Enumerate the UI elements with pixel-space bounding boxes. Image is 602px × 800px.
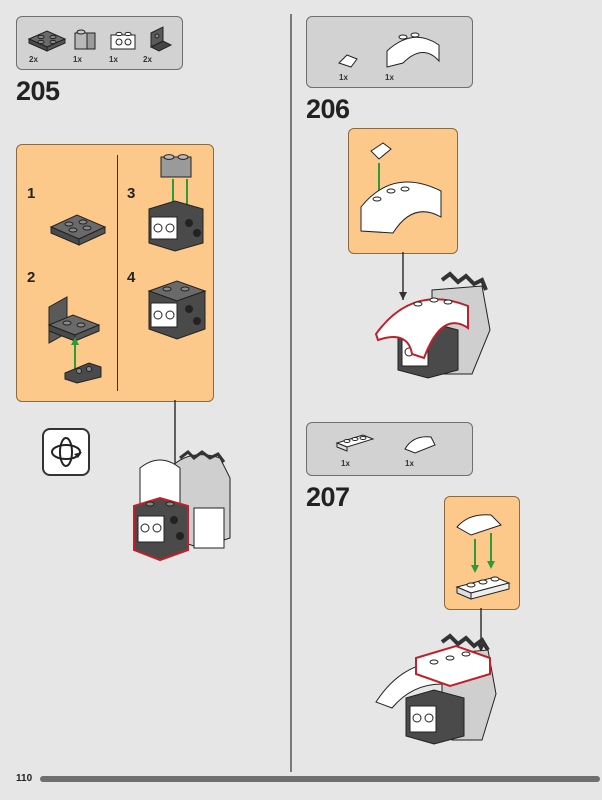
substep-number: 1 — [27, 185, 36, 202]
step-205-submodel-box: 1 2 3 4 — [16, 144, 214, 402]
step-205-parts-callout: 2x 1x 1x 2x — [16, 16, 183, 70]
white-curved-slope-icon — [404, 436, 436, 454]
substep-number: 4 — [127, 269, 136, 286]
column-divider — [290, 14, 292, 772]
part-qty: 1x — [73, 55, 82, 64]
page-number: 110 — [16, 773, 33, 784]
step-number: 207 — [306, 482, 350, 512]
step-number: 206 — [306, 94, 350, 124]
dark-gray-plate-2x2-icon — [27, 30, 67, 52]
step-207-submodel-illustration — [455, 514, 511, 600]
substep-4-assembly-illustration — [147, 280, 207, 340]
substep-number: 2 — [27, 269, 36, 286]
substep-3-assembly-illustration — [148, 154, 204, 252]
substep-divider — [117, 155, 118, 391]
part-qty: 2x — [29, 55, 38, 64]
step-207-connector-line — [477, 608, 485, 652]
part-qty: 1x — [109, 55, 118, 64]
step-206-submodel-box — [348, 128, 458, 254]
step-205-model-illustration — [133, 450, 231, 562]
step-206-parts-callout: 1x 1x — [306, 16, 473, 88]
substep-number: 3 — [127, 185, 136, 202]
white-brick-side-studs-icon — [110, 31, 136, 50]
page-progress-bar — [40, 776, 600, 782]
part-qty: 2x — [143, 55, 152, 64]
step-206-model-illustration — [374, 271, 491, 379]
substep-1-plate-illustration — [49, 214, 107, 246]
light-gray-brick-1x2-icon — [74, 29, 96, 50]
white-curved-arch-icon — [386, 32, 440, 68]
substep-2-bracket-illustration — [47, 296, 102, 384]
step-206-connector-line — [399, 252, 407, 300]
white-plate-1x3-icon — [335, 434, 375, 452]
step-207-submodel-box — [444, 496, 520, 610]
white-slope-tile-icon — [338, 54, 358, 68]
step-number: 205 — [16, 76, 60, 106]
part-qty: 1x — [405, 459, 414, 468]
part-qty: 1x — [341, 459, 350, 468]
part-qty: 1x — [385, 73, 394, 82]
dark-gray-bracket-icon — [149, 26, 173, 52]
rotate-model-icon — [42, 428, 90, 476]
step-207-parts-callout: 1x 1x — [306, 422, 473, 476]
step-206-submodel-illustration — [360, 142, 442, 234]
step-207-model-illustration — [375, 633, 497, 745]
part-qty: 1x — [339, 73, 348, 82]
